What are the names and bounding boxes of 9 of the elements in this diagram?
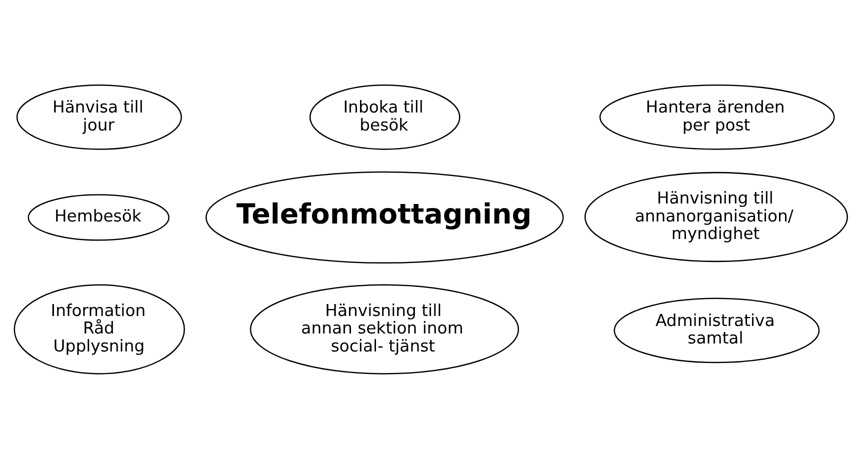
node-ellipse: Hantera ärenden per post bbox=[598, 84, 834, 150]
node-ellipse: Information Råd Upplysning bbox=[13, 284, 184, 374]
node-ellipse: Hänvisning till annanorganisation/ myndighet bbox=[584, 172, 848, 262]
node-ellipse: Inboka till besök bbox=[308, 84, 460, 150]
node-ellipse: Hänvisa till jour bbox=[16, 84, 182, 150]
node-ellipse: Hänvisning till annan sektion inom social- tjänst bbox=[249, 284, 519, 374]
node-ellipse: Telefonmottagning bbox=[205, 171, 564, 264]
node-ellipse: Administrativa samtal bbox=[613, 298, 820, 364]
node-ellipse: Hembesök bbox=[27, 194, 170, 241]
